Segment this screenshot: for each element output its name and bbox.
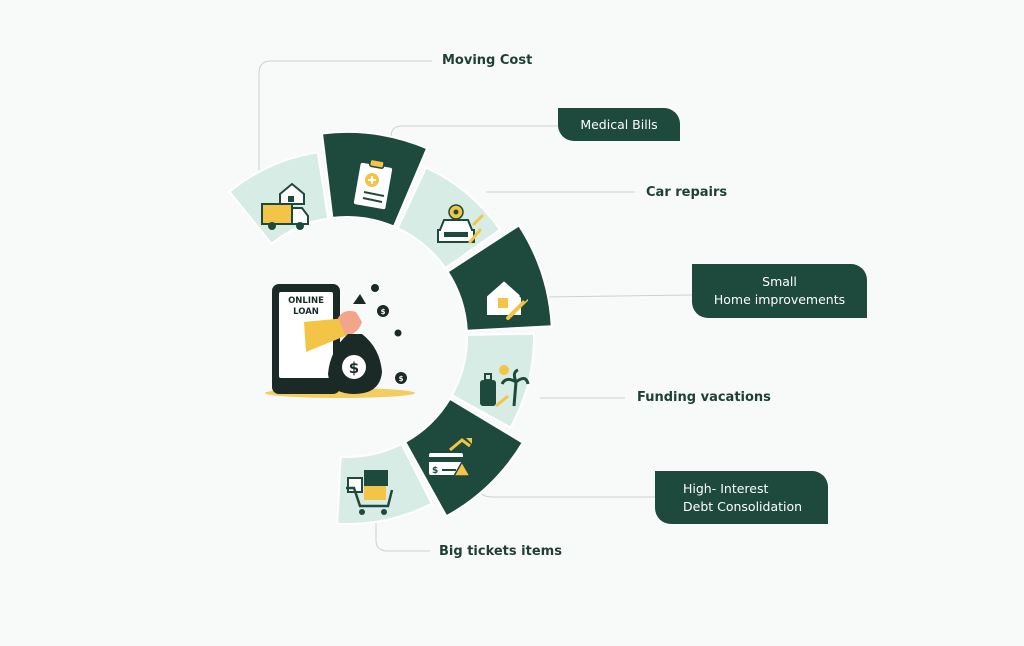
moving-truck-icon	[261, 182, 309, 230]
svg-text:$: $	[432, 466, 438, 476]
car-repair-icon	[437, 204, 484, 244]
debt-card-icon: $	[427, 438, 472, 477]
coin-icons: $ $	[371, 284, 407, 384]
connector-debt-consolidation	[477, 483, 655, 498]
pill-home-improvements: Small Home improvements	[692, 264, 867, 318]
online-loan-line2: LOAN	[293, 307, 319, 317]
pill-debt-consolidation: High- Interest Debt Consolidation	[655, 471, 828, 524]
connector-home-improvements	[544, 294, 693, 298]
pill-medical-bills: Medical Bills	[558, 108, 680, 141]
label-medical-bills: Medical Bills	[580, 116, 658, 132]
label-moving-cost: Moving Cost	[442, 53, 533, 68]
phone-with-money-bag-icon: ONLINE LOAN $ $ $	[265, 284, 415, 398]
connector-moving-cost	[258, 60, 432, 170]
label-debt-consolidation-line2: Debt Consolidation	[683, 498, 803, 514]
shopping-cart-icon	[346, 470, 394, 515]
segment-home-improvements	[446, 223, 553, 332]
svg-text:$: $	[399, 375, 404, 383]
label-home-improvements-line2: Home improvements	[713, 292, 846, 307]
segment-car-repairs	[396, 166, 502, 270]
connector-big-tickets	[375, 522, 430, 552]
segment-moving-cost	[227, 151, 330, 246]
home-improvement-icon	[485, 278, 535, 320]
label-debt-consolidation-line1: High- Interest	[683, 480, 769, 496]
label-home-improvements-line1: Small	[762, 274, 797, 289]
money-bag-dollar: $	[349, 359, 359, 377]
medical-clipboard-icon	[351, 158, 395, 212]
label-big-tickets-items: Big tickets items	[439, 544, 562, 559]
label-funding-vacations: Funding vacations	[637, 390, 771, 405]
label-car-repairs: Car repairs	[646, 185, 728, 200]
online-loan-line1: ONLINE	[288, 296, 324, 306]
vacation-icon	[480, 365, 530, 408]
svg-text:$: $	[381, 308, 386, 316]
